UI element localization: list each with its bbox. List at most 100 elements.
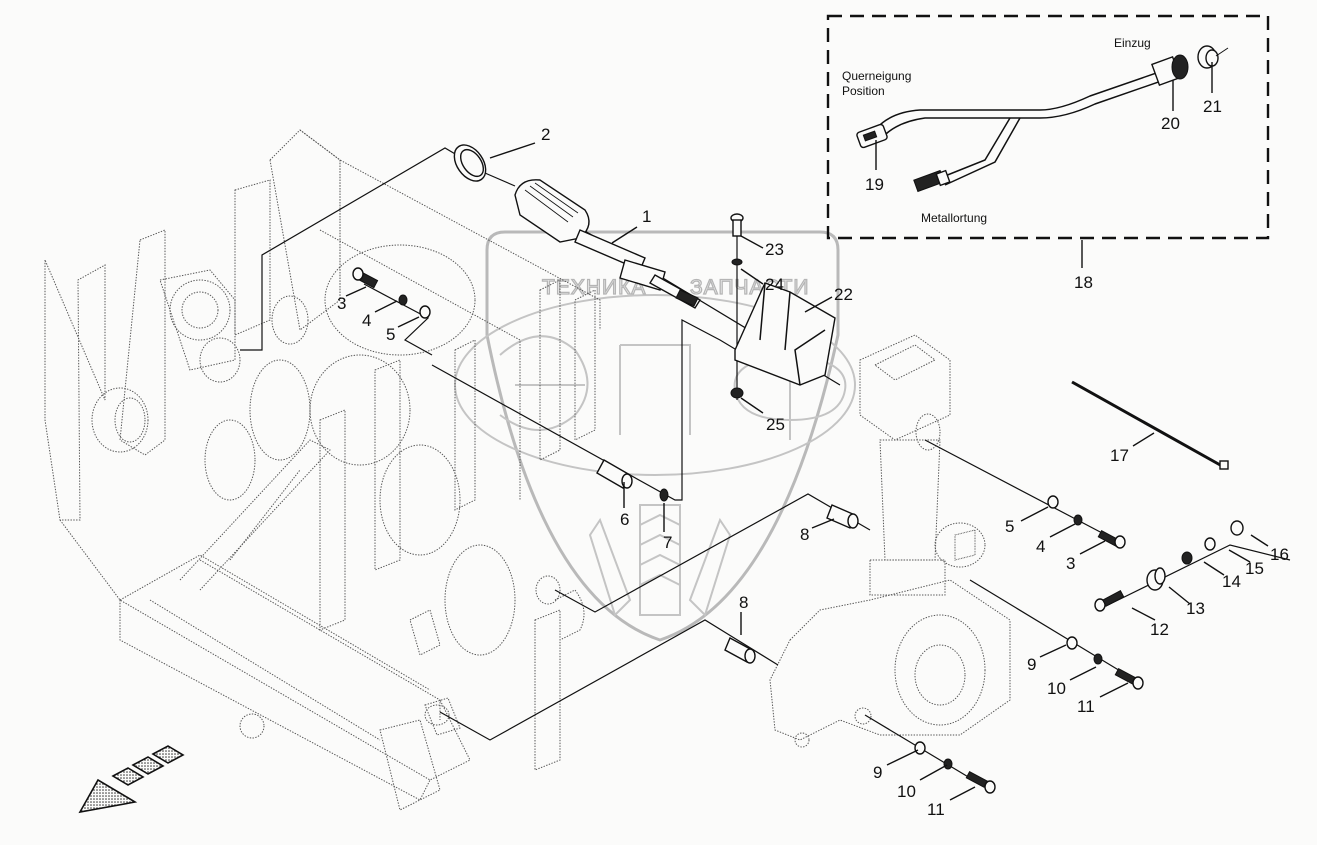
callout-leader-line xyxy=(345,286,367,297)
callout-number[interactable]: 14 xyxy=(1222,572,1241,591)
callout-leader-line xyxy=(740,235,764,249)
callout-12[interactable]: 12 xyxy=(1131,607,1169,639)
bolt-23 xyxy=(730,213,744,237)
callout-20[interactable]: 20 xyxy=(1161,80,1180,133)
callout-24[interactable]: 24 xyxy=(740,268,784,294)
callout-number[interactable]: 16 xyxy=(1270,545,1289,564)
callout-leader-line xyxy=(1049,523,1076,538)
callout-22[interactable]: 22 xyxy=(804,285,853,313)
watermark-oval xyxy=(454,294,856,476)
callout-18[interactable]: 18 xyxy=(1074,240,1093,292)
callout-13[interactable]: 13 xyxy=(1168,586,1205,618)
callout-leader-line xyxy=(1228,549,1251,563)
callout-9[interactable]: 9 xyxy=(873,749,919,782)
callout-14[interactable]: 14 xyxy=(1203,561,1241,591)
callout-leader-line xyxy=(1250,534,1269,547)
callout-number[interactable]: 8 xyxy=(739,593,748,612)
callout-number[interactable]: 6 xyxy=(620,510,629,529)
callout-number[interactable]: 25 xyxy=(766,415,785,434)
callout-3[interactable]: 3 xyxy=(1066,540,1106,573)
callout-number[interactable]: 11 xyxy=(1077,697,1095,716)
callout-number[interactable]: 9 xyxy=(1027,655,1036,674)
callout-number[interactable]: 23 xyxy=(765,240,784,259)
callout-19[interactable]: 19 xyxy=(865,140,884,194)
callout-leader-line xyxy=(740,268,764,285)
callout-leader-line xyxy=(1132,432,1155,447)
lock-washer-10-bottom xyxy=(943,758,953,770)
callout-leader-line xyxy=(811,518,835,529)
callout-leader-line xyxy=(1203,561,1225,576)
clamp-13 xyxy=(1146,567,1166,591)
callout-number[interactable]: 24 xyxy=(765,275,784,294)
callout-number[interactable]: 15 xyxy=(1245,559,1264,578)
hose-clamp-2 xyxy=(453,144,487,182)
callout-number[interactable]: 5 xyxy=(386,325,395,344)
callout-10[interactable]: 10 xyxy=(1047,666,1097,698)
callout-3[interactable]: 3 xyxy=(337,286,367,313)
callout-4[interactable]: 4 xyxy=(362,300,398,330)
callout-number[interactable]: 2 xyxy=(541,125,550,144)
callout-leader-line xyxy=(397,316,420,328)
callout-9[interactable]: 9 xyxy=(1027,644,1067,674)
callout-8[interactable]: 8 xyxy=(739,593,748,635)
callout-17[interactable]: 17 xyxy=(1110,432,1155,465)
spacer-sleeve-8-upper xyxy=(826,504,859,529)
callout-number[interactable]: 5 xyxy=(1005,517,1014,536)
callout-number[interactable]: 20 xyxy=(1161,114,1180,133)
callout-23[interactable]: 23 xyxy=(740,235,784,259)
callout-number[interactable]: 10 xyxy=(897,782,916,801)
callout-16[interactable]: 16 xyxy=(1250,534,1289,564)
callout-4[interactable]: 4 xyxy=(1036,523,1076,556)
watermark-letter-e xyxy=(499,335,589,431)
callout-number[interactable]: 10 xyxy=(1047,679,1066,698)
callout-number[interactable]: 4 xyxy=(1036,537,1045,556)
spacer-sleeve-8-lower xyxy=(724,637,756,664)
callout-number[interactable]: 18 xyxy=(1074,273,1093,292)
machine-frame xyxy=(44,129,1011,811)
callout-number[interactable]: 17 xyxy=(1110,446,1129,465)
callout-6[interactable]: 6 xyxy=(620,482,629,529)
callout-number[interactable]: 8 xyxy=(800,525,809,544)
callout-25[interactable]: 25 xyxy=(740,397,785,434)
callout-11[interactable]: 11 xyxy=(927,786,976,819)
bolt-3-upper xyxy=(352,267,379,289)
callout-leader-line xyxy=(1020,506,1049,522)
callout-number[interactable]: 21 xyxy=(1203,97,1222,116)
wiring-harness-inset: Einzug Querneigung Position Metallortung xyxy=(826,14,1270,240)
callout-leader-line xyxy=(1079,540,1106,555)
callout-number[interactable]: 12 xyxy=(1150,620,1169,639)
watermark: ТЕХНИКА ЗАПЧАСТИ xyxy=(454,230,856,642)
callout-leader-line xyxy=(1099,682,1129,698)
callout-1[interactable]: 1 xyxy=(611,207,651,244)
watermark-wheat-icon xyxy=(588,504,732,617)
callout-number[interactable]: 3 xyxy=(337,294,346,313)
callout-number[interactable]: 22 xyxy=(834,285,853,304)
callout-leader-line xyxy=(374,300,398,313)
callout-number[interactable]: 1 xyxy=(642,207,651,226)
callout-number[interactable]: 7 xyxy=(663,533,672,552)
callout-11[interactable]: 11 xyxy=(1077,682,1129,716)
callout-7[interactable]: 7 xyxy=(663,503,672,552)
callout-number[interactable]: 11 xyxy=(927,800,945,819)
callout-number[interactable]: 19 xyxy=(865,175,884,194)
callout-15[interactable]: 15 xyxy=(1228,549,1264,578)
metal-detection-sensor xyxy=(913,169,951,193)
callout-number[interactable]: 3 xyxy=(1066,554,1075,573)
callout-8[interactable]: 8 xyxy=(800,518,835,544)
callout-leader-line xyxy=(489,142,536,159)
callout-number[interactable]: 4 xyxy=(362,311,371,330)
callout-number[interactable]: 9 xyxy=(873,763,882,782)
connector-19 xyxy=(856,123,888,149)
callout-21[interactable]: 21 xyxy=(1203,62,1222,116)
callout-leader-line xyxy=(1039,644,1067,658)
callout-10[interactable]: 10 xyxy=(897,764,948,801)
callout-leader-line xyxy=(1168,586,1191,605)
callout-2[interactable]: 2 xyxy=(489,125,550,159)
washer-7 xyxy=(659,488,669,502)
callout-5[interactable]: 5 xyxy=(1005,506,1049,536)
callout-5[interactable]: 5 xyxy=(386,316,420,344)
lock-washer-4-right xyxy=(1073,514,1083,526)
callout-number[interactable]: 13 xyxy=(1186,599,1205,618)
